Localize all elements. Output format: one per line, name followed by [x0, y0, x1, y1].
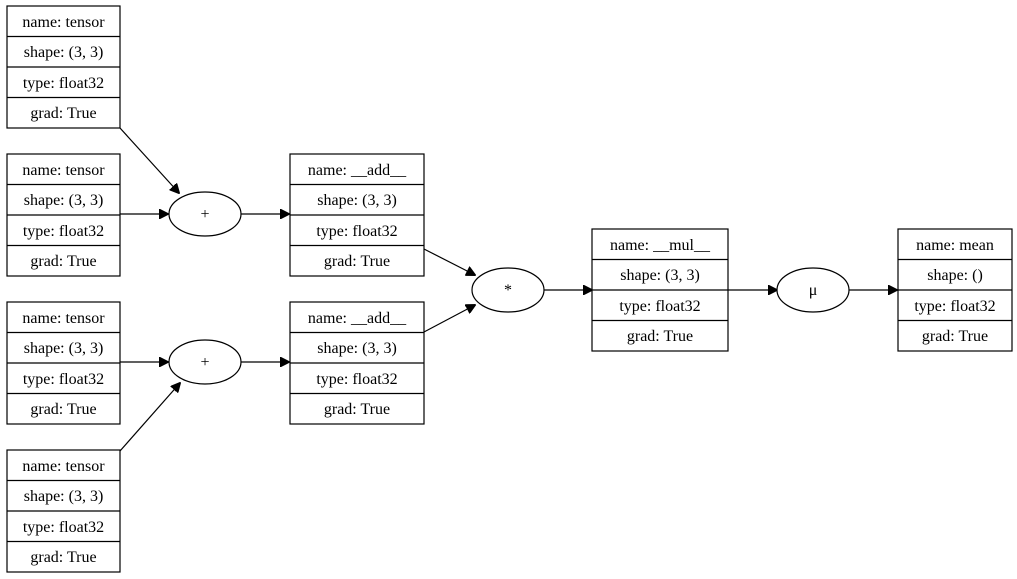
- tensor-grad-label: grad: True: [30, 105, 96, 122]
- add-result-name-label: name: __add__: [308, 162, 407, 179]
- add-operator-label: +: [200, 354, 209, 371]
- tensor-type-label: type: float32: [23, 75, 104, 92]
- mean-result-name-label: name: mean: [916, 237, 994, 254]
- mean-result-node: name: mean shape: () type: float32 grad:…: [897, 228, 1013, 352]
- mul-result-name-label: name: __mul__: [610, 237, 711, 254]
- edges: [119, 127, 897, 452]
- add-operator-label: +: [200, 206, 209, 223]
- tensor-type-label: type: float32: [23, 223, 104, 240]
- tensor-node: name: tensor shape: (3, 3) type: float32…: [6, 153, 121, 277]
- tensor-name-label: name: tensor: [22, 458, 105, 475]
- tensor-type-label: type: float32: [23, 519, 104, 536]
- add-result-grad-label: grad: True: [324, 401, 390, 418]
- add-result-node: name: __add__ shape: (3, 3) type: float3…: [289, 153, 425, 277]
- add-result-name-label: name: __add__: [308, 310, 407, 327]
- tensor-shape-label: shape: (3, 3): [24, 192, 104, 209]
- add-operation-node: +: [168, 191, 242, 237]
- mul-operation-node: *: [471, 267, 545, 313]
- tensor-shape-label: shape: (3, 3): [24, 340, 104, 357]
- edge-tensor1-to-add-top: [119, 127, 179, 193]
- edge-tensor4-to-add-bottom: [119, 383, 180, 452]
- add-result-shape-label: shape: (3, 3): [317, 340, 397, 357]
- tensor-grad-label: grad: True: [30, 401, 96, 418]
- mean-operation-node: μ: [776, 267, 850, 313]
- mean-result-shape-label: shape: (): [927, 267, 983, 284]
- add-result-node: name: __add__ shape: (3, 3) type: float3…: [289, 301, 425, 425]
- mean-result-grad-label: grad: True: [922, 328, 988, 345]
- tensor-shape-label: shape: (3, 3): [24, 44, 104, 61]
- tensor-node: name: tensor shape: (3, 3) type: float32…: [6, 449, 121, 573]
- tensor-name-label: name: tensor: [22, 162, 105, 179]
- add-result-type-label: type: float32: [316, 371, 397, 388]
- tensor-node: name: tensor shape: (3, 3) type: float32…: [6, 5, 121, 129]
- mul-operator-label: *: [504, 282, 512, 299]
- mul-result-shape-label: shape: (3, 3): [620, 267, 700, 284]
- mul-result-type-label: type: float32: [619, 298, 700, 315]
- add-result-type-label: type: float32: [316, 223, 397, 240]
- edge-add-result-top-to-mul: [423, 248, 475, 275]
- mean-operator-label: μ: [809, 282, 818, 299]
- add-operation-node: +: [168, 339, 242, 385]
- tensor-type-label: type: float32: [23, 371, 104, 388]
- add-result-grad-label: grad: True: [324, 253, 390, 270]
- mul-result-node: name: __mul__ shape: (3, 3) type: float3…: [591, 228, 729, 352]
- tensor-node: name: tensor shape: (3, 3) type: float32…: [6, 301, 121, 425]
- mul-result-grad-label: grad: True: [627, 328, 693, 345]
- edge-add-result-bottom-to-mul: [423, 305, 475, 333]
- tensor-shape-label: shape: (3, 3): [24, 488, 104, 505]
- tensor-name-label: name: tensor: [22, 14, 105, 31]
- tensor-grad-label: grad: True: [30, 253, 96, 270]
- add-result-shape-label: shape: (3, 3): [317, 192, 397, 209]
- tensor-name-label: name: tensor: [22, 310, 105, 327]
- tensor-grad-label: grad: True: [30, 549, 96, 566]
- mean-result-type-label: type: float32: [914, 298, 995, 315]
